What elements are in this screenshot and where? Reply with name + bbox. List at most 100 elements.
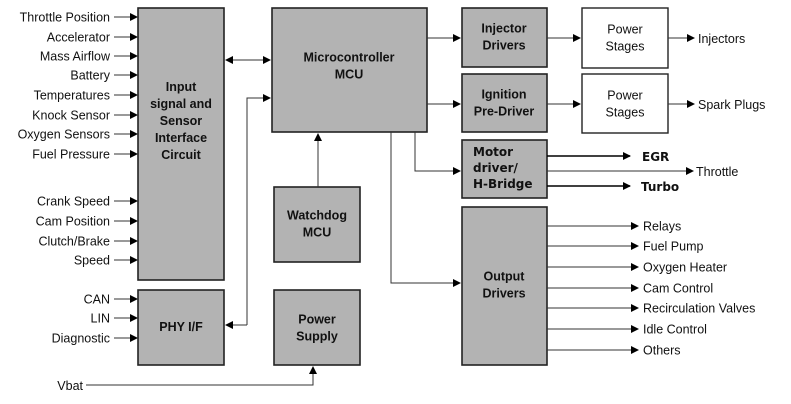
mcu-to-motor-arrow	[414, 132, 461, 175]
egr-label: EGR	[642, 150, 669, 164]
power-stages-block-2	[581, 73, 669, 134]
ignition-predriver-block	[461, 73, 548, 133]
block-text-line: Drivers	[482, 287, 525, 301]
power-stages-block-1	[581, 7, 669, 69]
phy-block	[137, 289, 225, 366]
output-oxygen-heater: Oxygen Heater	[547, 261, 727, 275]
input-throttle-position: Throttle Position	[20, 11, 138, 25]
block-text-line: Drivers	[482, 39, 525, 53]
motor-driver-label: Motor driver/H-Bridge	[473, 145, 533, 191]
block-text-line: Watchdog	[287, 209, 347, 223]
output-label: Oxygen Heater	[643, 261, 727, 275]
input-crank-speed: Crank Speed	[37, 195, 138, 209]
input-label: Clutch/Brake	[38, 235, 110, 249]
phy-to-mcu-link	[246, 94, 271, 325]
output-label: Cam Control	[643, 282, 713, 296]
vbat-label: Vbat	[57, 379, 83, 393]
output-label: Idle Control	[643, 323, 707, 337]
injectors-label: Injectors	[698, 32, 745, 46]
block-text-line: Microcontroller	[304, 51, 395, 65]
input-temperatures: Temperatures	[34, 89, 138, 103]
input-lin: LIN	[91, 312, 138, 326]
block-text-line: MCU	[303, 226, 331, 240]
block-text-line: H-Bridge	[473, 177, 533, 191]
output-fuel-pump: Fuel Pump	[547, 240, 703, 254]
output-label: Fuel Pump	[643, 240, 703, 254]
block-text-line: Input	[166, 80, 197, 94]
output-idle-control: Idle Control	[547, 323, 707, 337]
throttle-label: Throttle	[696, 165, 738, 179]
input-label: Throttle Position	[20, 11, 110, 25]
block-text-line: Pre-Driver	[474, 105, 535, 119]
vbat-to-power-supply-arrow	[86, 366, 317, 386]
input-speed: Speed	[74, 254, 138, 268]
block-text-line: Stages	[606, 40, 645, 54]
block-text-line: signal and	[150, 97, 212, 111]
output-recirculation-valves: Recirculation Valves	[547, 302, 755, 316]
block-text-line: Supply	[296, 330, 338, 344]
input-cam-position: Cam Position	[36, 215, 138, 229]
turbo-label: Turbo	[641, 180, 679, 194]
input-knock-sensor: Knock Sensor	[32, 109, 138, 123]
input-label: Diagnostic	[52, 332, 110, 346]
output-drivers-block	[461, 206, 548, 366]
output-label: Others	[643, 344, 681, 358]
input-battery: Battery	[70, 69, 138, 83]
output-label: Relays	[643, 220, 681, 234]
input-clutch-brake: Clutch/Brake	[38, 235, 138, 249]
input-label: Temperatures	[34, 89, 110, 103]
block-text-line: Sensor	[160, 114, 203, 128]
input-label: Crank Speed	[37, 195, 110, 209]
input-label: Oxygen Sensors	[18, 128, 110, 142]
input-label: Cam Position	[36, 215, 110, 229]
output-others: Others	[547, 344, 681, 358]
input-label: CAN	[84, 293, 110, 307]
block-text-line: Interface	[155, 131, 207, 145]
input-label: LIN	[91, 312, 110, 326]
output-relays: Relays	[547, 220, 681, 234]
microcontroller-block	[271, 7, 428, 133]
block-text-line: Output	[484, 270, 526, 284]
input-label: Battery	[70, 69, 110, 83]
block-text-line: PHY I/F	[159, 320, 203, 334]
block-text-line: Motor	[473, 145, 513, 159]
block-text-line: Power	[298, 313, 336, 327]
mcu-to-output-arrow	[390, 132, 461, 287]
block-text-line: Injector	[481, 22, 526, 36]
input-accelerator: Accelerator	[47, 31, 138, 45]
output-label: Recirculation Valves	[643, 302, 755, 316]
injector-drivers-block	[461, 7, 548, 68]
input-label: Accelerator	[47, 31, 110, 45]
input-label: Mass Airflow	[40, 50, 111, 64]
block-text-line: Power	[607, 89, 642, 103]
block-text-line: Ignition	[481, 88, 526, 102]
input-fuel-pressure: Fuel Pressure	[32, 148, 138, 162]
watchdog-block	[273, 186, 361, 263]
block-text-line: driver/	[473, 161, 519, 175]
input-can: CAN	[84, 293, 138, 307]
block-text-line: Power	[607, 23, 642, 37]
block-text-line: Stages	[606, 106, 645, 120]
input-label: Knock Sensor	[32, 109, 110, 123]
motor-driver-block	[461, 139, 548, 199]
block-text-line: Circuit	[161, 148, 201, 162]
input-label: Speed	[74, 254, 110, 268]
phy-label: PHY I/F	[159, 320, 203, 334]
output-cam-control: Cam Control	[547, 282, 713, 296]
block-text-line: MCU	[335, 68, 363, 82]
input-interface-block	[137, 7, 225, 281]
input-mass-airflow: Mass Airflow	[40, 50, 138, 64]
